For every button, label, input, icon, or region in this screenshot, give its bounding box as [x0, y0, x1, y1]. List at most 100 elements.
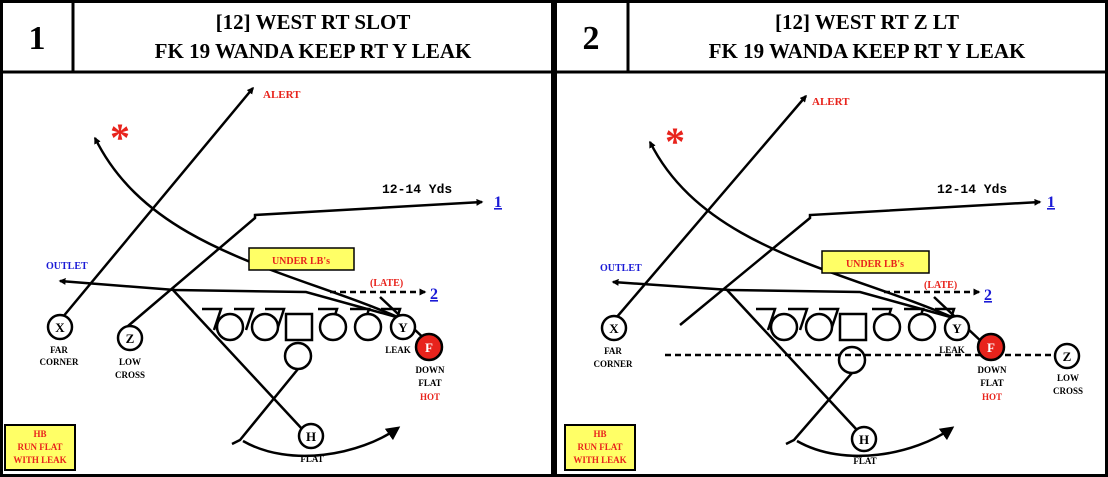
player-x: X FAR CORNER [39, 313, 79, 367]
h-flat-route-arrow [242, 426, 401, 458]
play-title-line2: FK 19 WANDA KEEP RT Y LEAK [709, 39, 1026, 63]
svg-text:H: H [859, 432, 869, 447]
center-square [284, 312, 314, 342]
player-z: Z LOW CROSS [1053, 342, 1083, 396]
svg-text:FLAT: FLAT [853, 456, 876, 466]
outlet-route-arrow [58, 277, 401, 320]
route-number-1: 1 [494, 194, 502, 211]
svg-text:FLAT: FLAT [300, 454, 323, 464]
quarterback-circle [283, 341, 313, 371]
svg-text:WITH LEAK: WITH LEAK [573, 455, 626, 465]
svg-text:F: F [425, 340, 433, 355]
svg-text:LEAK: LEAK [939, 345, 965, 355]
svg-text:FLAT: FLAT [418, 378, 441, 388]
svg-text:FAR: FAR [604, 346, 622, 356]
svg-text:LOW: LOW [1057, 373, 1079, 383]
svg-text:RUN FLAT: RUN FLAT [577, 442, 622, 452]
svg-text:FLAT: FLAT [980, 378, 1003, 388]
play-panel-2: 2 [12] WEST RT Z LT FK 19 WANDA KEEP RT … [554, 0, 1108, 477]
tackle-circle [769, 312, 799, 342]
z-route-arrow [127, 198, 484, 327]
player-f: F DOWN FLAT HOT [414, 332, 445, 402]
under-lb-label: UNDER LB's [846, 259, 904, 270]
svg-text:LEAK: LEAK [385, 345, 411, 355]
svg-text:Z: Z [126, 331, 135, 346]
late-label: (LATE) [924, 280, 957, 291]
svg-text:HOT: HOT [420, 392, 440, 402]
player-y: Y LEAK [385, 313, 417, 355]
svg-text:HB: HB [33, 429, 46, 439]
svg-text:Y: Y [398, 320, 408, 335]
qb-path-line [785, 372, 853, 446]
play-title-line2: FK 19 WANDA KEEP RT Y LEAK [155, 39, 472, 63]
y-route-arrow [648, 140, 955, 320]
route-number-2: 2 [984, 287, 992, 304]
quarterback-circle [837, 345, 867, 375]
blocking-mark [819, 307, 840, 331]
svg-text:WITH LEAK: WITH LEAK [13, 455, 66, 465]
player-h: H FLAT [850, 425, 878, 466]
under-lb-label: UNDER LB's [272, 256, 330, 267]
play-panel-1: 1 [12] WEST RT SLOT FK 19 WANDA KEEP RT … [0, 0, 554, 477]
blocking-mark [234, 307, 255, 331]
route-number-2: 2 [430, 286, 438, 303]
svg-text:HB: HB [593, 429, 606, 439]
offensive-line [202, 307, 402, 371]
h-motion-line [172, 289, 304, 431]
hb-note-box: HB RUN FLAT WITH LEAK [4, 424, 76, 471]
svg-text:LOW: LOW [119, 357, 141, 367]
star-marker: * [665, 119, 685, 164]
svg-text:HOT: HOT [982, 392, 1002, 402]
qb-path-line [231, 368, 299, 446]
under-lb-box [248, 247, 355, 271]
outlet-label: OUTLET [46, 261, 88, 272]
svg-text:FAR: FAR [50, 345, 68, 355]
svg-text:RUN FLAT: RUN FLAT [17, 442, 62, 452]
star-marker: * [110, 115, 130, 160]
x-route-arrow [615, 94, 807, 319]
outlet-label: OUTLET [600, 263, 642, 274]
play-number: 2 [583, 20, 600, 57]
svg-text:CORNER: CORNER [593, 359, 633, 369]
svg-text:X: X [55, 320, 65, 335]
z-route-arrow [679, 198, 1042, 326]
blocking-mark [788, 307, 809, 331]
svg-text:X: X [609, 321, 619, 336]
h-flat-route-arrow [796, 426, 955, 458]
player-z: Z LOW CROSS [115, 324, 145, 380]
player-y: Y LEAK [939, 314, 971, 355]
yards-label: 12-14 Yds [937, 182, 1007, 197]
play-number: 1 [29, 20, 46, 57]
guard-circle [318, 312, 348, 342]
x-route-arrow [61, 86, 254, 319]
svg-text:F: F [987, 340, 995, 355]
player-f: F DOWN FLAT HOT [976, 332, 1008, 402]
play-title-line1: [12] WEST RT SLOT [216, 10, 411, 34]
play-title-line1: [12] WEST RT Z LT [775, 10, 959, 34]
yards-label: 12-14 Yds [382, 182, 452, 197]
guard-circle [250, 312, 280, 342]
outlet-route-arrow [611, 278, 955, 320]
svg-text:Y: Y [952, 321, 962, 336]
svg-text:CROSS: CROSS [1053, 386, 1083, 396]
alert-label: ALERT [263, 89, 301, 101]
guard-circle [804, 312, 834, 342]
player-x: X FAR CORNER [593, 314, 633, 369]
route-number-1: 1 [1047, 194, 1055, 211]
svg-text:CORNER: CORNER [39, 357, 79, 367]
tackle-circle [907, 312, 937, 342]
hb-note-box: HB RUN FLAT WITH LEAK [564, 424, 636, 471]
alert-label: ALERT [812, 96, 850, 108]
svg-text:H: H [306, 429, 316, 444]
svg-text:Z: Z [1063, 349, 1072, 364]
tackle-circle [215, 312, 245, 342]
under-lb-box [821, 250, 930, 274]
svg-text:DOWN: DOWN [978, 365, 1008, 375]
blocking-mark [265, 307, 286, 331]
y-route-arrow [93, 136, 401, 320]
svg-text:CROSS: CROSS [115, 370, 145, 380]
center-square [838, 312, 868, 342]
offensive-line [756, 307, 956, 375]
late-label: (LATE) [370, 278, 403, 289]
